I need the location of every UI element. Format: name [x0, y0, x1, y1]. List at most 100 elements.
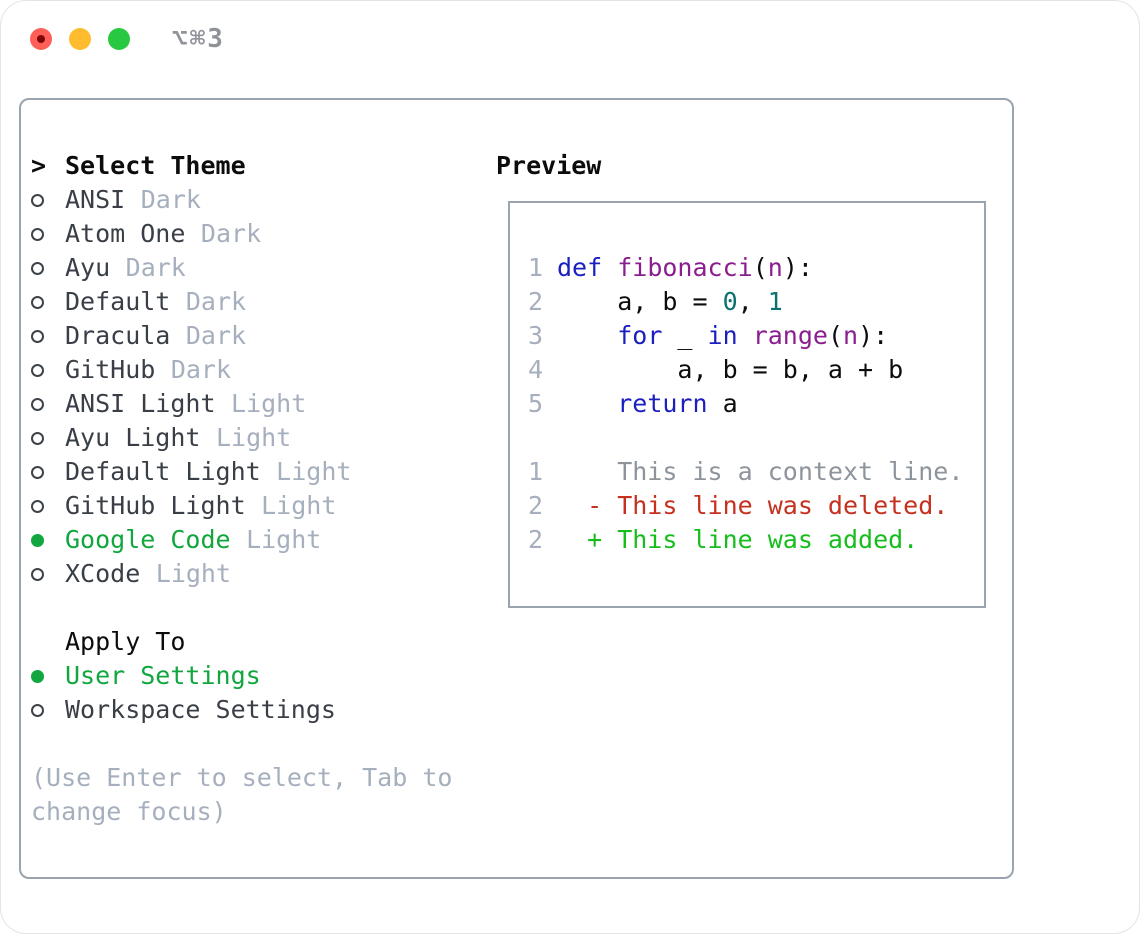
line-number: 2 — [528, 491, 544, 520]
preview-line: 4 a, b = b, a + b — [528, 353, 984, 387]
theme-name: ANSI — [65, 185, 126, 214]
apply-option-name: User Settings — [65, 661, 261, 690]
theme-name: Default — [65, 287, 171, 316]
spacer — [31, 727, 452, 761]
radio-unselected-icon — [31, 363, 44, 377]
code-token: - This line was deleted. — [557, 491, 949, 520]
preview-box: 1 def fibonacci(n): 2 a, b = 0, 1 3 for … — [508, 201, 986, 608]
preview-line: 5 return a — [528, 387, 984, 421]
radio-selected-icon — [31, 669, 44, 683]
titlebar: ⌥⌘3 — [1, 1, 1139, 76]
preview-label: Preview — [496, 151, 602, 180]
theme-variant-tag: Dark — [200, 219, 262, 248]
code-token — [602, 253, 617, 282]
theme-option-dracula[interactable]: Dracula Dark — [31, 319, 452, 353]
line-number: 2 — [528, 525, 544, 554]
theme-option-ayu[interactable]: Ayu Dark — [31, 251, 452, 285]
theme-option-google-code[interactable]: Google Code Light — [31, 523, 452, 557]
theme-name: Atom One — [65, 219, 186, 248]
code-token: This is a context line. — [557, 457, 964, 486]
code-token: a, b = b, a + b — [557, 355, 904, 384]
apply-to-list: User Settings Workspace Settings — [31, 659, 452, 727]
apply-option-user-settings[interactable]: User Settings — [31, 659, 452, 693]
theme-variant-tag: Light — [155, 559, 232, 588]
apply-to-label: Apply To — [65, 627, 186, 656]
code-token: a, b = — [557, 287, 723, 316]
theme-variant-tag: Dark — [170, 355, 232, 384]
apply-to-header: Apply To — [31, 625, 452, 659]
line-number: 5 — [528, 389, 544, 418]
code-text: def fibonacci(n): — [557, 251, 813, 285]
minimize-button-icon[interactable] — [69, 27, 91, 50]
theme-option-ansi-light[interactable]: ANSI Light Light — [31, 387, 452, 421]
line-number — [528, 421, 544, 455]
radio-unselected-icon — [31, 227, 44, 241]
theme-name: Default Light — [65, 457, 261, 486]
code-token: range — [752, 321, 828, 350]
theme-option-ansi[interactable]: ANSI Dark — [31, 183, 452, 217]
theme-variant-tag: Light — [215, 423, 292, 452]
radio-unselected-icon — [31, 295, 44, 309]
radio-unselected-icon — [31, 329, 44, 343]
apply-option-name: Workspace Settings — [65, 695, 336, 724]
code-token: + This line was added. — [557, 525, 919, 554]
code-text: a, b = b, a + b — [557, 353, 903, 387]
theme-option-xcode[interactable]: XCode Light — [31, 557, 452, 591]
code-token: ): — [782, 253, 813, 282]
theme-name: GitHub Light — [65, 491, 246, 520]
radio-unselected-icon — [31, 465, 44, 479]
code-token: def — [557, 253, 603, 282]
code-text: return a — [557, 387, 738, 421]
radio-unselected-icon — [31, 261, 44, 275]
code-token: a — [707, 389, 738, 418]
theme-variant-tag: Dark — [125, 253, 186, 282]
code-token: n — [767, 253, 783, 282]
code-token: _ — [662, 321, 708, 350]
line-number: 2 — [528, 287, 544, 316]
theme-variant-tag: Dark — [140, 185, 201, 214]
window-title: ⌥⌘3 — [172, 23, 225, 54]
hint-text-line2: change focus) — [31, 797, 227, 826]
theme-option-ayu-light[interactable]: Ayu Light Light — [31, 421, 452, 455]
theme-variant-tag: Dark — [185, 321, 247, 350]
line-number: 1 — [528, 457, 544, 486]
apply-option-workspace-settings[interactable]: Workspace Settings — [31, 693, 452, 727]
code-token — [557, 321, 617, 350]
theme-variant-tag: Light — [246, 525, 322, 554]
code-token: fibonacci — [617, 253, 753, 282]
theme-list: ANSI Dark Atom One Dark Ayu Dark Default… — [31, 183, 452, 591]
focus-caret-icon: > — [31, 151, 47, 180]
theme-option-atom-one[interactable]: Atom One Dark — [31, 217, 452, 251]
line-number: 1 — [528, 253, 544, 282]
theme-name: Ayu — [65, 253, 111, 282]
code-token: ( — [827, 321, 844, 350]
code-token: ): — [858, 321, 889, 350]
theme-variant-tag: Light — [231, 389, 307, 418]
code-token: 1 — [767, 287, 783, 316]
theme-option-github-light[interactable]: GitHub Light Light — [31, 489, 452, 523]
hint-text-line1: (Use Enter to select, Tab to — [31, 763, 453, 792]
theme-name: ANSI Light — [65, 389, 216, 418]
radio-selected-icon — [31, 533, 44, 547]
preview-line: 1 This is a context line. — [528, 455, 984, 489]
preview-line: 2 - This line was deleted. — [528, 489, 984, 523]
theme-name: Dracula — [65, 321, 171, 350]
theme-option-default[interactable]: Default Dark — [31, 285, 452, 319]
theme-option-default-light[interactable]: Default Light Light — [31, 455, 452, 489]
radio-unselected-icon — [31, 703, 44, 717]
radio-unselected-icon — [31, 193, 44, 207]
code-text: This is a context line. — [557, 455, 963, 489]
close-button-icon[interactable] — [30, 27, 52, 50]
radio-unselected-icon — [31, 499, 44, 513]
zoom-button-icon[interactable] — [108, 27, 130, 50]
code-token: 0 — [722, 287, 738, 316]
code-token: in — [707, 321, 738, 350]
preview-line: 2 a, b = 0, 1 — [528, 285, 984, 319]
code-token: for — [617, 321, 663, 350]
theme-name: Ayu Light — [65, 423, 201, 452]
preview-line: 3 for _ in range(n): — [528, 319, 984, 353]
code-token: ( — [752, 253, 768, 282]
theme-option-github[interactable]: GitHub Dark — [31, 353, 452, 387]
spacer — [31, 591, 452, 625]
